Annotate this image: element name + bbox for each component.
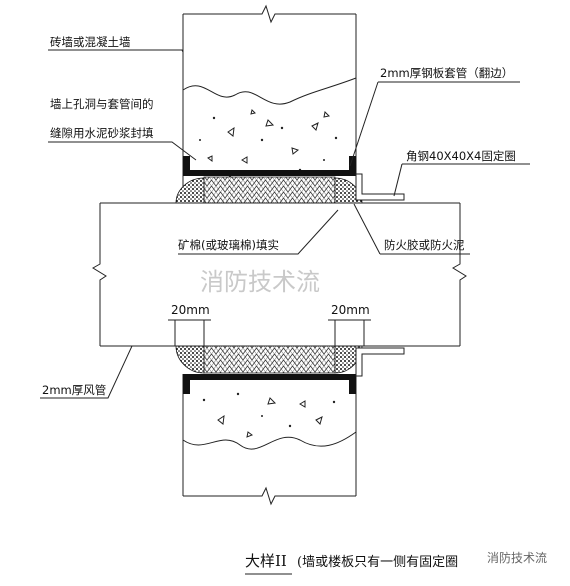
- air-duct: [92, 202, 467, 347]
- label-mineral-wool: 矿棉(或玻璃棉)填实: [178, 238, 279, 252]
- label-gap-line2: 缝隙用水泥砂浆封填: [50, 126, 154, 140]
- label-wall: 砖墙或混凝土墙: [50, 35, 131, 49]
- title-main: 大样II: [245, 552, 287, 570]
- leader-lines: [40, 49, 530, 399]
- watermark-center: 消防技术流: [200, 268, 320, 296]
- wall-lower: [182, 374, 357, 506]
- dim-left-20mm: 20mm: [171, 303, 210, 317]
- label-sleeve: 2mm厚钢板套管（翻边）: [380, 66, 513, 80]
- dim-right-20mm: 20mm: [331, 303, 370, 317]
- label-fire-glue: 防火胶或防火泥: [384, 238, 465, 252]
- watermark-corner: 消防技术流: [487, 550, 547, 565]
- label-angle-steel: 角钢40X40X4固定圈: [406, 149, 516, 163]
- wall-upper: [182, 4, 357, 197]
- angle-steel: [355, 173, 405, 377]
- mineral-wool-fill: [203, 176, 336, 374]
- dimension-marks: [168, 319, 371, 346]
- steel-sleeve: [183, 156, 356, 394]
- label-gap-line1: 墙上孔洞与套管间的: [50, 97, 154, 111]
- label-duct: 2mm厚风管: [42, 383, 106, 397]
- title-sub: (墙或楼板只有一侧有固定圈: [297, 555, 458, 570]
